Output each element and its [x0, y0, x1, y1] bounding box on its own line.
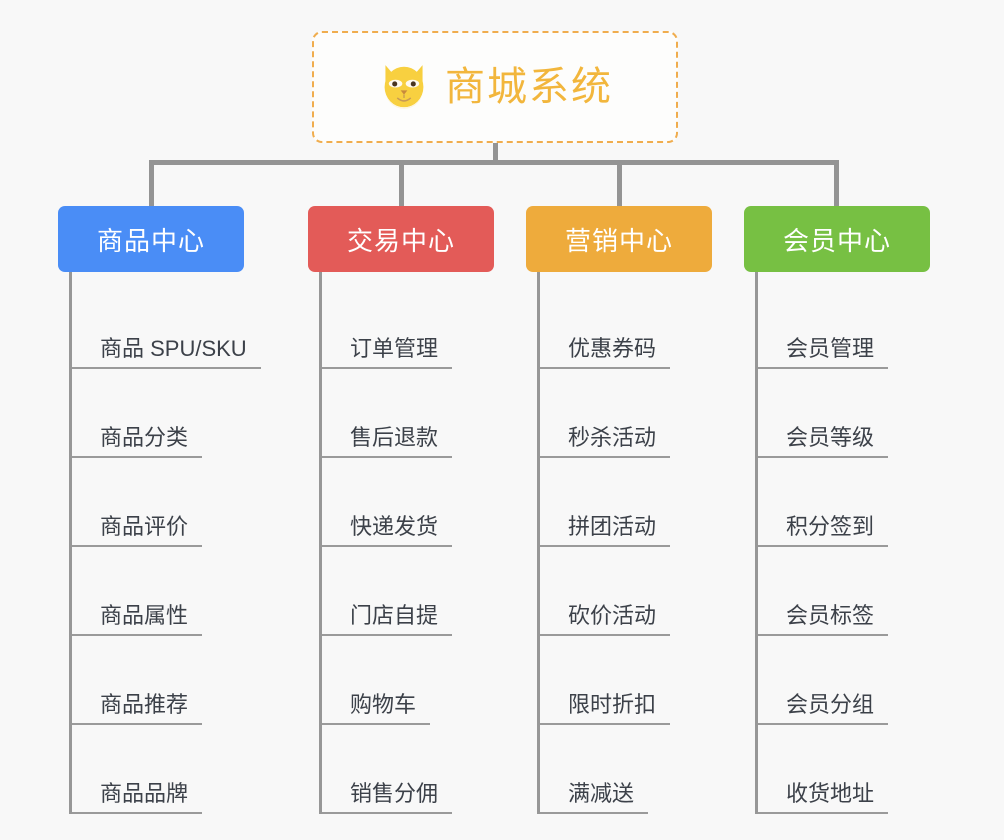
connector-stem — [493, 143, 498, 163]
leaf-label: 销售分佣 — [322, 781, 453, 814]
branch-member-center: 会员中心 会员管理 会员等级 积分签到 会员标签 会员分组 收货地址 — [744, 206, 930, 814]
list-item[interactable]: 订单管理 — [322, 280, 494, 369]
connector-drop-marketing-center — [617, 160, 622, 208]
leaf-list-trade-center: 订单管理 售后退款 快递发货 门店自提 购物车 销售分佣 — [319, 272, 494, 814]
leaf-label: 门店自提 — [322, 603, 453, 636]
root-title: 商城系统 — [445, 65, 613, 109]
leaf-label: 秒杀活动 — [540, 425, 671, 458]
list-item[interactable]: 销售分佣 — [322, 725, 494, 814]
list-item[interactable]: 会员等级 — [758, 369, 930, 458]
list-item[interactable]: 商品 SPU/SKU — [72, 280, 261, 369]
leaf-label: 砍价活动 — [540, 603, 671, 636]
list-item[interactable]: 购物车 — [322, 636, 494, 725]
leaf-label: 优惠券码 — [540, 336, 671, 369]
branch-product-center: 商品中心 商品 SPU/SKU 商品分类 商品评价 商品属性 商品推荐 商品品牌 — [58, 206, 261, 814]
leaf-label: 售后退款 — [322, 425, 453, 458]
list-item[interactable]: 会员标签 — [758, 547, 930, 636]
list-item[interactable]: 商品评价 — [72, 458, 244, 547]
list-item[interactable]: 商品推荐 — [72, 636, 244, 725]
list-item[interactable]: 收货地址 — [758, 725, 930, 814]
leaf-label: 满减送 — [540, 781, 649, 814]
leaf-label: 会员等级 — [758, 425, 889, 458]
list-item[interactable]: 会员分组 — [758, 636, 930, 725]
connector-drop-member-center — [834, 160, 839, 208]
list-item[interactable]: 商品品牌 — [72, 725, 244, 814]
list-item[interactable]: 积分签到 — [758, 458, 930, 547]
leaf-label: 商品评价 — [72, 514, 203, 547]
list-item[interactable]: 会员管理 — [758, 280, 930, 369]
branch-title-member-center: 会员中心 — [782, 225, 891, 256]
list-item[interactable]: 满减送 — [540, 725, 712, 814]
leaf-label: 拼团活动 — [540, 514, 671, 547]
leaf-label: 会员标签 — [758, 603, 889, 636]
list-item[interactable]: 商品分类 — [72, 369, 244, 458]
connector-bus — [149, 160, 839, 165]
leaf-label: 会员分组 — [758, 692, 889, 725]
connector-drop-product-center — [149, 160, 154, 208]
list-item[interactable]: 拼团活动 — [540, 458, 712, 547]
branch-title-marketing-center: 营销中心 — [564, 225, 673, 256]
leaf-list-marketing-center: 优惠券码 秒杀活动 拼团活动 砍价活动 限时折扣 满减送 — [537, 272, 712, 814]
leaf-list-member-center: 会员管理 会员等级 积分签到 会员标签 会员分组 收货地址 — [755, 272, 930, 814]
leaf-label: 收货地址 — [758, 781, 889, 814]
leaf-label: 商品 SPU/SKU — [72, 336, 261, 369]
list-item[interactable]: 门店自提 — [322, 547, 494, 636]
leaf-label: 购物车 — [322, 692, 431, 725]
shiba-dog-face-icon — [384, 65, 424, 109]
branch-title-trade-center: 交易中心 — [346, 225, 455, 256]
leaf-label: 订单管理 — [322, 336, 453, 369]
leaf-label: 商品分类 — [72, 425, 203, 458]
list-item[interactable]: 砍价活动 — [540, 547, 712, 636]
leaf-list-product-center: 商品 SPU/SKU 商品分类 商品评价 商品属性 商品推荐 商品品牌 — [69, 272, 261, 814]
list-item[interactable]: 商品属性 — [72, 547, 244, 636]
branch-header-member-center[interactable]: 会员中心 — [744, 206, 930, 272]
list-item[interactable]: 秒杀活动 — [540, 369, 712, 458]
leaf-label: 商品推荐 — [72, 692, 203, 725]
list-item[interactable]: 售后退款 — [322, 369, 494, 458]
branch-title-product-center: 商品中心 — [96, 225, 205, 256]
leaf-label: 积分签到 — [758, 514, 889, 547]
list-item[interactable]: 限时折扣 — [540, 636, 712, 725]
branch-trade-center: 交易中心 订单管理 售后退款 快递发货 门店自提 购物车 销售分佣 — [308, 206, 494, 814]
root-node[interactable]: 商城系统 — [312, 31, 678, 143]
branch-marketing-center: 营销中心 优惠券码 秒杀活动 拼团活动 砍价活动 限时折扣 满减送 — [526, 206, 712, 814]
connector-drop-trade-center — [399, 160, 404, 208]
leaf-label: 商品属性 — [72, 603, 203, 636]
leaf-label: 会员管理 — [758, 336, 889, 369]
list-item[interactable]: 快递发货 — [322, 458, 494, 547]
leaf-label: 快递发货 — [322, 514, 453, 547]
leaf-label: 限时折扣 — [540, 692, 671, 725]
branch-header-marketing-center[interactable]: 营销中心 — [526, 206, 712, 272]
list-item[interactable]: 优惠券码 — [540, 280, 712, 369]
leaf-label: 商品品牌 — [72, 781, 203, 814]
branch-header-trade-center[interactable]: 交易中心 — [308, 206, 494, 272]
branch-header-product-center[interactable]: 商品中心 — [58, 206, 244, 272]
